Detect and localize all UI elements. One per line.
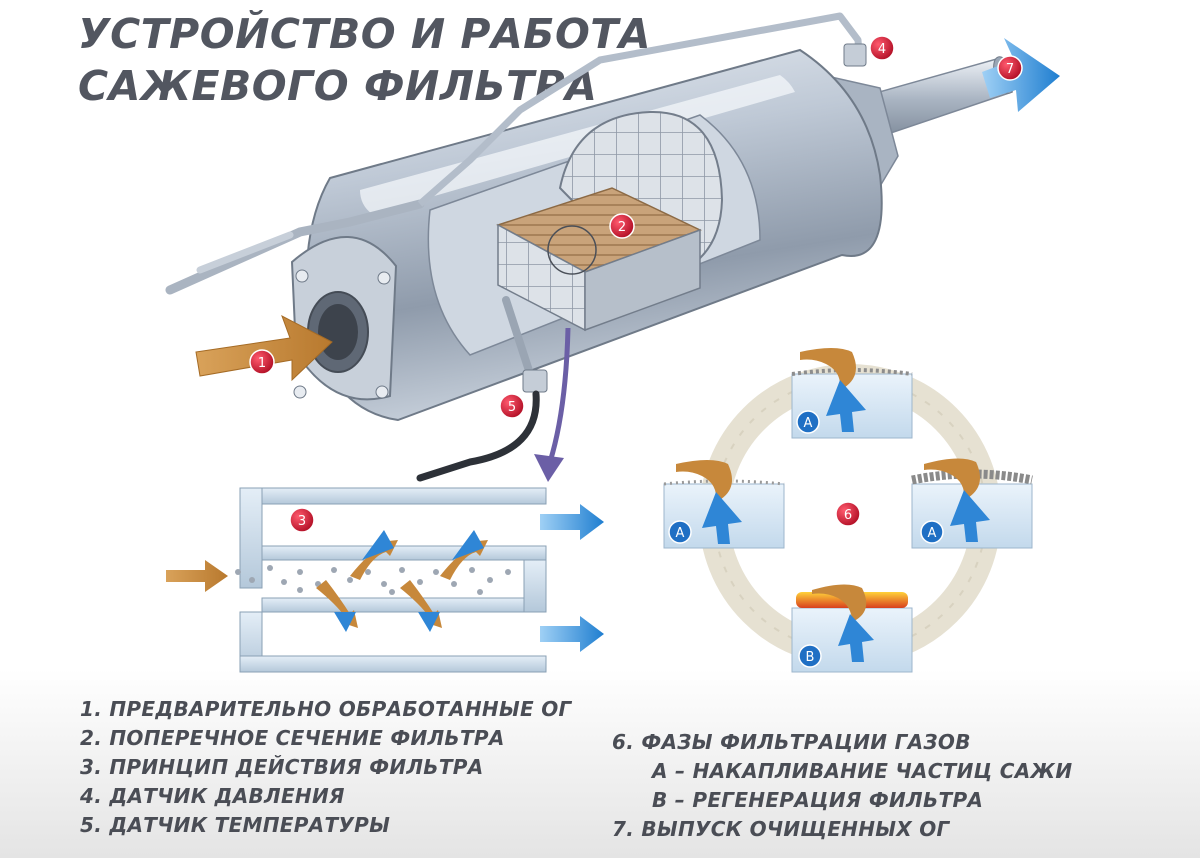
callout-badge-5: 5 bbox=[499, 393, 525, 419]
phase-block-b-bottom bbox=[791, 584, 913, 673]
phase-badge-a-top: A bbox=[796, 410, 820, 434]
soot-particles bbox=[235, 565, 511, 595]
callout-badge-4: 4 bbox=[869, 35, 895, 61]
filter-principle-panel bbox=[166, 487, 604, 673]
svg-text:A: A bbox=[928, 526, 937, 541]
legend-item-1: 1. ПРЕДВАРИТЕЛЬНО ОБРАБОТАННЫЕ ОГ bbox=[80, 697, 572, 721]
phase-badge-a-left: A bbox=[668, 520, 692, 544]
svg-text:A: A bbox=[676, 526, 685, 541]
phase-block-a-left bbox=[663, 460, 785, 549]
legend-item-3: 3. ПРИНЦИП ДЕЙСТВИЯ ФИЛЬТРА bbox=[80, 755, 484, 779]
callout-badge-7: 7 bbox=[997, 55, 1023, 81]
svg-text:7: 7 bbox=[1006, 62, 1014, 77]
callout-badge-3: 3 bbox=[289, 507, 315, 533]
legend-item-6b: В – РЕГЕНЕРАЦИЯ ФИЛЬТРА bbox=[652, 788, 984, 812]
svg-text:3: 3 bbox=[298, 514, 306, 529]
svg-text:B: B bbox=[806, 650, 815, 665]
svg-text:5: 5 bbox=[508, 400, 516, 415]
legend-right-column: 6. ФАЗЫ ФИЛЬТРАЦИИ ГАЗОВ А – НАКАПЛИВАНИ… bbox=[612, 728, 1072, 844]
svg-text:2: 2 bbox=[618, 220, 626, 235]
svg-text:4: 4 bbox=[878, 42, 886, 57]
callout-badge-2: 2 bbox=[609, 213, 635, 239]
callout-badge-6: 6 bbox=[835, 501, 861, 527]
phase-badge-b-bottom: B bbox=[798, 644, 822, 668]
legend-item-5: 5. ДАТЧИК ТЕМПЕРАТУРЫ bbox=[80, 813, 391, 837]
title-line-1: УСТРОЙСТВО И РАБОТА bbox=[78, 10, 651, 58]
legend-item-2: 2. ПОПЕРЕЧНОЕ СЕЧЕНИЕ ФИЛЬТРА bbox=[80, 726, 505, 750]
svg-text:1: 1 bbox=[258, 356, 266, 371]
legend-left-column: 1. ПРЕДВАРИТЕЛЬНО ОБРАБОТАННЫЕ ОГ 2. ПОП… bbox=[80, 695, 572, 840]
legend-item-6a: А – НАКАПЛИВАНИЕ ЧАСТИЦ САЖИ bbox=[652, 759, 1073, 783]
callout-badge-1: 1 bbox=[249, 349, 275, 375]
legend-item-4: 4. ДАТЧИК ДАВЛЕНИЯ bbox=[80, 784, 345, 808]
filter-canister bbox=[165, 12, 1015, 482]
clean-gas-out-arrow-top bbox=[540, 504, 604, 540]
inlet-gas-arrow bbox=[195, 314, 333, 382]
outlet-clean-gas-arrow bbox=[982, 38, 1060, 112]
svg-text:6: 6 bbox=[844, 508, 852, 523]
page-title: УСТРОЙСТВО И РАБОТА САЖЕВОГО ФИЛЬТРА bbox=[78, 8, 651, 112]
filtration-phases-cycle bbox=[663, 348, 1033, 673]
title-line-2: САЖЕВОГО ФИЛЬТРА bbox=[78, 62, 598, 110]
filter-diagram: 1 2 3 4 5 6 7 A A A B bbox=[165, 12, 1060, 673]
section-pointer-arrow bbox=[547, 327, 571, 463]
clean-gas-out-arrow-bottom bbox=[540, 616, 604, 652]
phase-badge-a-right: A bbox=[920, 520, 944, 544]
legend-item-6: 6. ФАЗЫ ФИЛЬТРАЦИИ ГАЗОВ bbox=[612, 730, 971, 754]
svg-text:A: A bbox=[804, 416, 813, 431]
legend-item-7: 7. ВЫПУСК ОЧИЩЕННЫХ ОГ bbox=[612, 817, 950, 841]
